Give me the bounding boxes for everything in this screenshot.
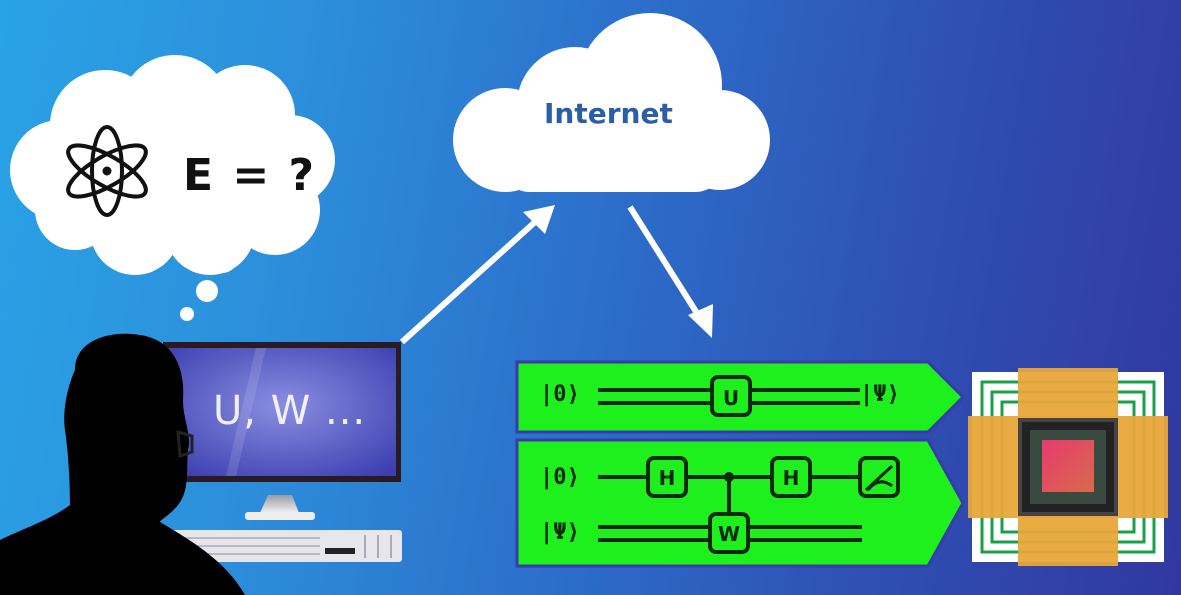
monitor-stand <box>260 495 299 513</box>
circuit2-qubit1-state: |Ψ⟩ <box>540 520 580 545</box>
equation-text: E = ? <box>183 150 317 201</box>
internet-cloud <box>453 13 770 192</box>
arrow-from-internet <box>627 205 713 338</box>
keyboard <box>170 530 402 562</box>
circuit-panel-1: U <box>515 360 966 434</box>
control-dot <box>724 472 734 482</box>
gate-h1-label: H <box>659 466 676 490</box>
thought-dot-large <box>205 239 239 273</box>
thought-dot-small <box>180 307 194 321</box>
arrow-to-internet <box>399 205 555 345</box>
circuit1-input-state: |0⟩ <box>540 382 580 407</box>
gate-h1-box <box>646 456 688 498</box>
quantum-chip <box>968 368 1168 566</box>
gate-w-label: W <box>718 522 740 546</box>
gate-h2-box <box>770 456 812 498</box>
thought-bubble <box>10 55 335 321</box>
meter-icon <box>858 456 900 498</box>
internet-label: Internet <box>544 97 673 130</box>
atom-icon <box>66 125 148 217</box>
circuit-panel-2: H H W <box>515 438 965 568</box>
thought-dot-medium <box>196 280 218 302</box>
circuit2-qubit0-state: |0⟩ <box>540 465 580 490</box>
person-silhouette <box>0 333 245 595</box>
computer-monitor <box>163 342 401 520</box>
circuit1-output-state: |Ψ⟩ <box>860 382 900 407</box>
gate-w-box <box>708 512 750 554</box>
gate-u-label: U <box>723 386 739 410</box>
gate-u-box <box>710 375 752 417</box>
screen-text: U, W ... <box>213 388 367 434</box>
gate-h2-label: H <box>783 466 800 490</box>
